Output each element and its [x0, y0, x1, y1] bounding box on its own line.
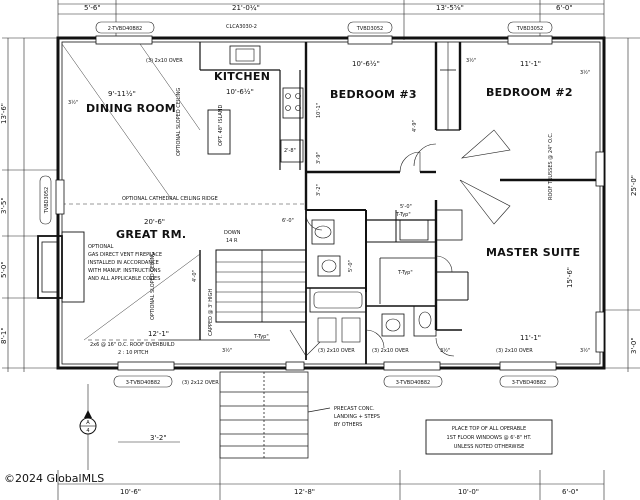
window-tag-top-2: TVBD3052 — [356, 26, 383, 32]
dim-top-mid: 21'-0¼" — [232, 4, 260, 12]
dim-dining: 9'-11½" — [108, 90, 136, 98]
dim-half-e: 3½" — [580, 69, 590, 76]
note-roof-trusses: ROOF TRUSSES @ 24" O.C. — [548, 132, 554, 200]
dim-right-25: 25'-0" — [630, 175, 638, 196]
dim-bottom-b: 12'-8" — [294, 488, 315, 496]
dim-bedroom-2: 11'-1" — [520, 60, 541, 68]
sloped-ceiling-lines — [61, 43, 201, 341]
note-island: OPT. 48" ISLAND — [218, 104, 224, 146]
dim-bottom-c: 10'-0" — [458, 488, 479, 496]
window-tag-top-1: 2-TVBD40B82 — [108, 26, 142, 32]
dim-v-10-1: 10'-1" — [316, 103, 322, 118]
note-fireplace-2: GAS DIRECT VENT FIREPLACE — [88, 252, 162, 258]
dim-right-3: 3'-0" — [630, 337, 638, 354]
dim-top-far-right: 6'-0" — [556, 4, 573, 12]
room-great-rm: GREAT RM. — [116, 228, 186, 241]
dim-half-a: 3½" — [68, 99, 78, 106]
note-header-d: (3) 2x10 OVER — [496, 348, 533, 354]
note-optional-sloped-1: OPTIONAL SLOPED CEILING — [176, 88, 182, 156]
window-tag-top-3: TVBD3052 — [516, 26, 543, 32]
note-fireplace-5: AND ALL APPLICABLE CODES — [88, 276, 160, 282]
dim-left-3: 3'-5" — [0, 197, 8, 214]
room-bedroom-3: BEDROOM #3 — [330, 88, 417, 101]
room-bedroom-2: BEDROOM #2 — [486, 86, 573, 99]
window-tag-bottom-3: 3-TVBD40B82 — [512, 380, 546, 386]
dim-t-typ-b: T-Typ" — [395, 212, 411, 218]
window-tag-bottom-2: 3-TVBD40B82 — [396, 380, 430, 386]
window-height-note: PLACE TOP OF ALL OPERABLE 1ST FLOOR WIND… — [425, 419, 553, 455]
dim-great-rm: 20'-6" — [144, 218, 165, 226]
windows — [55, 35, 605, 371]
note-precast-3: BY OTHERS — [334, 422, 362, 428]
note-capped: CAPPED @ 3' HIGH — [208, 289, 214, 336]
dim-t-typ-c: T-Typ" — [253, 334, 269, 340]
dim-v-3-9: 3'-9" — [316, 152, 322, 164]
dim-master-width: 11'-1" — [520, 334, 541, 342]
room-master-suite: MASTER SUITE — [486, 246, 580, 259]
note-optional-sloped-2: OPTIONAL SLOPED CEILING — [150, 252, 156, 320]
dim-left-12: 12'-1" — [148, 330, 169, 338]
window-tag-left: TVBD3052 — [44, 187, 50, 214]
window-tag-bottom-1: 3-TVBD40B82 — [126, 380, 160, 386]
interior-walls — [37, 42, 600, 364]
note-lintel-top: CLCA3030-2 — [226, 24, 257, 30]
dim-v-6-0: 6'-0" — [282, 218, 294, 224]
dim-v-4-9: 4'-9" — [412, 120, 418, 132]
dim-bath-5: 5'-0" — [400, 204, 412, 210]
note-place-top-3: UNLESS NOTED OTHERWISE — [454, 444, 525, 450]
dimension-text: 5'-6" 21'-0¼" 13'-5⅝" 6'-0" 10'-6½" 9'-1… — [0, 4, 638, 496]
note-header-c: (3) 2x12 OVER — [182, 380, 219, 386]
room-dining: DINING ROOM — [86, 102, 176, 115]
section-sheet: 4 — [86, 428, 89, 434]
dim-left-13: 13'-6" — [0, 103, 8, 124]
room-labels: KITCHEN DINING ROOM BEDROOM #3 BEDROOM #… — [86, 70, 580, 259]
dim-v-4-0: 4'-0" — [192, 270, 198, 282]
dim-left-5: 5'-0" — [0, 261, 8, 278]
dim-v-3-2: 3'-2" — [316, 184, 322, 196]
dim-left-8: 8'-1" — [0, 327, 8, 344]
note-header-a: (3) 2x10 OVER — [146, 58, 183, 64]
note-fireplace-3: INSTALLED IN ACCORDANCE — [88, 260, 159, 266]
dim-half-d: 3½" — [580, 347, 590, 354]
dim-bedroom-3: 10'-6½" — [352, 60, 380, 68]
note-fireplace-4: WITH MANUF. INSTRUCTIONS — [88, 268, 161, 274]
dim-bottom-a: 10'-6" — [120, 488, 141, 496]
dim-half-f: 3½" — [466, 57, 476, 64]
note-header-e: (3) 2x10 OVER — [318, 348, 355, 354]
note-fireplace-1: OPTIONAL — [88, 244, 114, 250]
watermark: ©2024 GlobalMLS — [4, 472, 104, 485]
dim-w-2-8: 2'-8" — [284, 148, 296, 154]
note-precast-2: LANDING + STEPS — [334, 414, 380, 420]
section-letter: A — [86, 420, 90, 426]
dim-kitchen: 10'-6½" — [226, 88, 254, 96]
dim-half-b: 3½" — [222, 347, 232, 354]
note-header-b: (3) 2x10 OVER — [372, 348, 409, 354]
note-pitch: 2 : 10 PITCH — [118, 350, 149, 356]
dim-stair-offset: 3'-2" — [150, 434, 167, 442]
note-place-top-1: PLACE TOP OF ALL OPERABLE — [452, 426, 526, 432]
notes: OPTIONAL CATHEDRAL CEILING RIDGE OPTIONA… — [88, 24, 554, 428]
dim-top-right: 13'-5⅝" — [436, 4, 464, 12]
dim-top-left: 5'-6" — [84, 4, 101, 12]
dim-bottom-d: 6'-0" — [562, 488, 579, 496]
note-precast-1: PRECAST CONC. — [334, 406, 375, 412]
note-place-top-2: 1ST FLOOR WINDOWS @ 6'-8" HT. — [447, 435, 532, 441]
note-cathedral: OPTIONAL CATHEDRAL CEILING RIDGE — [122, 196, 218, 202]
note-down: DOWN — [224, 230, 241, 236]
room-kitchen: KITCHEN — [214, 70, 270, 83]
dim-t-typ-a: T-Typ" — [397, 270, 413, 276]
note-down-count: 14 R — [226, 238, 238, 244]
dim-half-c: 3½" — [440, 347, 450, 354]
front-steps — [219, 371, 331, 459]
dim-master-depth: 15'-6" — [566, 267, 574, 288]
door-swings — [289, 129, 511, 357]
dim-bath-5b: 5'-0" — [348, 260, 354, 272]
section-marker: A 4 — [79, 384, 97, 470]
note-overbuild: 2x6 @ 16" O.C. ROOF OVERBUILD — [90, 342, 175, 348]
window-tags: 2-TVBD40B82 TVBD3052 TVBD3052 TVBD3052 3… — [39, 21, 559, 388]
